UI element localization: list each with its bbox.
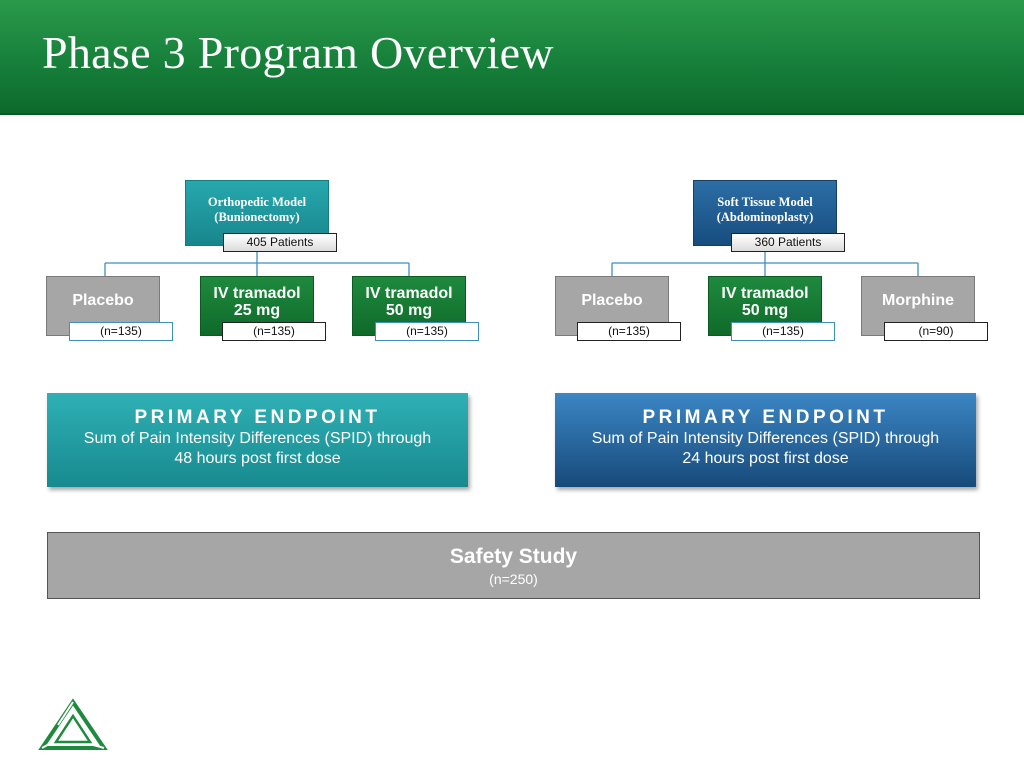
arm-name: IV tramadol <box>721 285 809 302</box>
arm-name: IV tramadol <box>365 285 453 302</box>
endpoint-text: Sum of Pain Intensity Differences (SPID)… <box>83 430 432 447</box>
triangle-logo-icon <box>38 698 108 750</box>
arm-name: Placebo <box>581 292 643 309</box>
endpoint-text: 24 hours post first dose <box>682 450 849 467</box>
arm-n-tag: (n=135) <box>577 322 681 341</box>
arm-name: Morphine <box>882 292 954 309</box>
arm-n-tag: (n=135) <box>375 322 479 341</box>
arm-dose: 25 mg <box>233 302 281 319</box>
model-subtitle: (Bunionectomy) <box>214 210 300 224</box>
arm-name: Placebo <box>72 292 134 309</box>
patients-tag: 405 Patients <box>223 233 337 252</box>
arm-dose: 50 mg <box>741 302 789 319</box>
arm-n-tag: (n=135) <box>69 322 173 341</box>
arm-name: IV tramadol <box>213 285 301 302</box>
model-title: Soft Tissue Model <box>717 195 813 209</box>
endpoint-title: PRIMARY ENDPOINT <box>642 407 889 428</box>
safety-n: (n=250) <box>489 571 538 587</box>
patients-tag: 360 Patients <box>731 233 845 252</box>
model-subtitle: (Abdominoplasty) <box>716 210 814 224</box>
safety-title: Safety Study <box>449 545 578 568</box>
arm-n-tag: (n=135) <box>731 322 835 341</box>
endpoint-text: 48 hours post first dose <box>174 450 341 467</box>
endpoint-text: Sum of Pain Intensity Differences (SPID)… <box>591 430 940 447</box>
primary-endpoint-left: PRIMARY ENDPOINT Sum of Pain Intensity D… <box>47 393 468 487</box>
primary-endpoint-right: PRIMARY ENDPOINT Sum of Pain Intensity D… <box>555 393 976 487</box>
header-bar: Phase 3 Program Overview <box>0 0 1024 115</box>
page-title: Phase 3 Program Overview <box>42 27 554 78</box>
model-title: Orthopedic Model <box>207 195 307 209</box>
endpoint-title: PRIMARY ENDPOINT <box>134 407 381 428</box>
arm-n-tag: (n=90) <box>884 322 988 341</box>
safety-study-box: Safety Study (n=250) <box>47 532 980 599</box>
arm-n-tag: (n=135) <box>222 322 326 341</box>
arm-dose: 50 mg <box>385 302 433 319</box>
